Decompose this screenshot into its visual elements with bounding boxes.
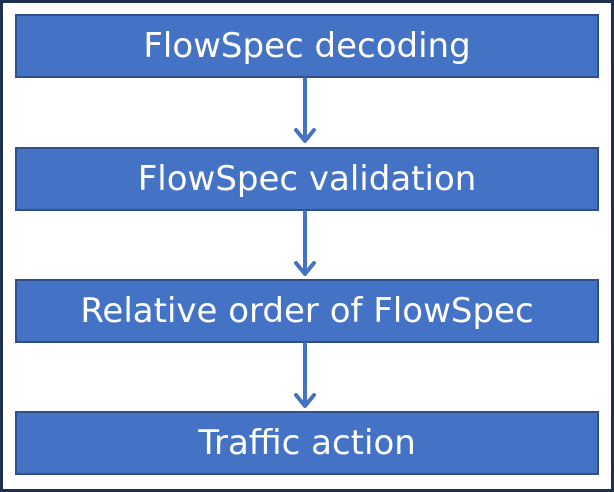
step-label: FlowSpec validation [137, 159, 477, 199]
step-label: Relative order of FlowSpec [80, 291, 534, 331]
arrow-down-icon [294, 342, 316, 408]
step-label: Traffic action [198, 423, 416, 463]
step-box-relative-order: Relative order of FlowSpec [15, 279, 599, 343]
step-box-flowspec-decoding: FlowSpec decoding [15, 14, 599, 78]
step-box-flowspec-validation: FlowSpec validation [15, 147, 599, 211]
step-label: FlowSpec decoding [143, 26, 471, 66]
arrow-down-icon [294, 77, 316, 143]
arrow-down-icon [294, 210, 316, 276]
step-box-traffic-action: Traffic action [15, 411, 599, 475]
